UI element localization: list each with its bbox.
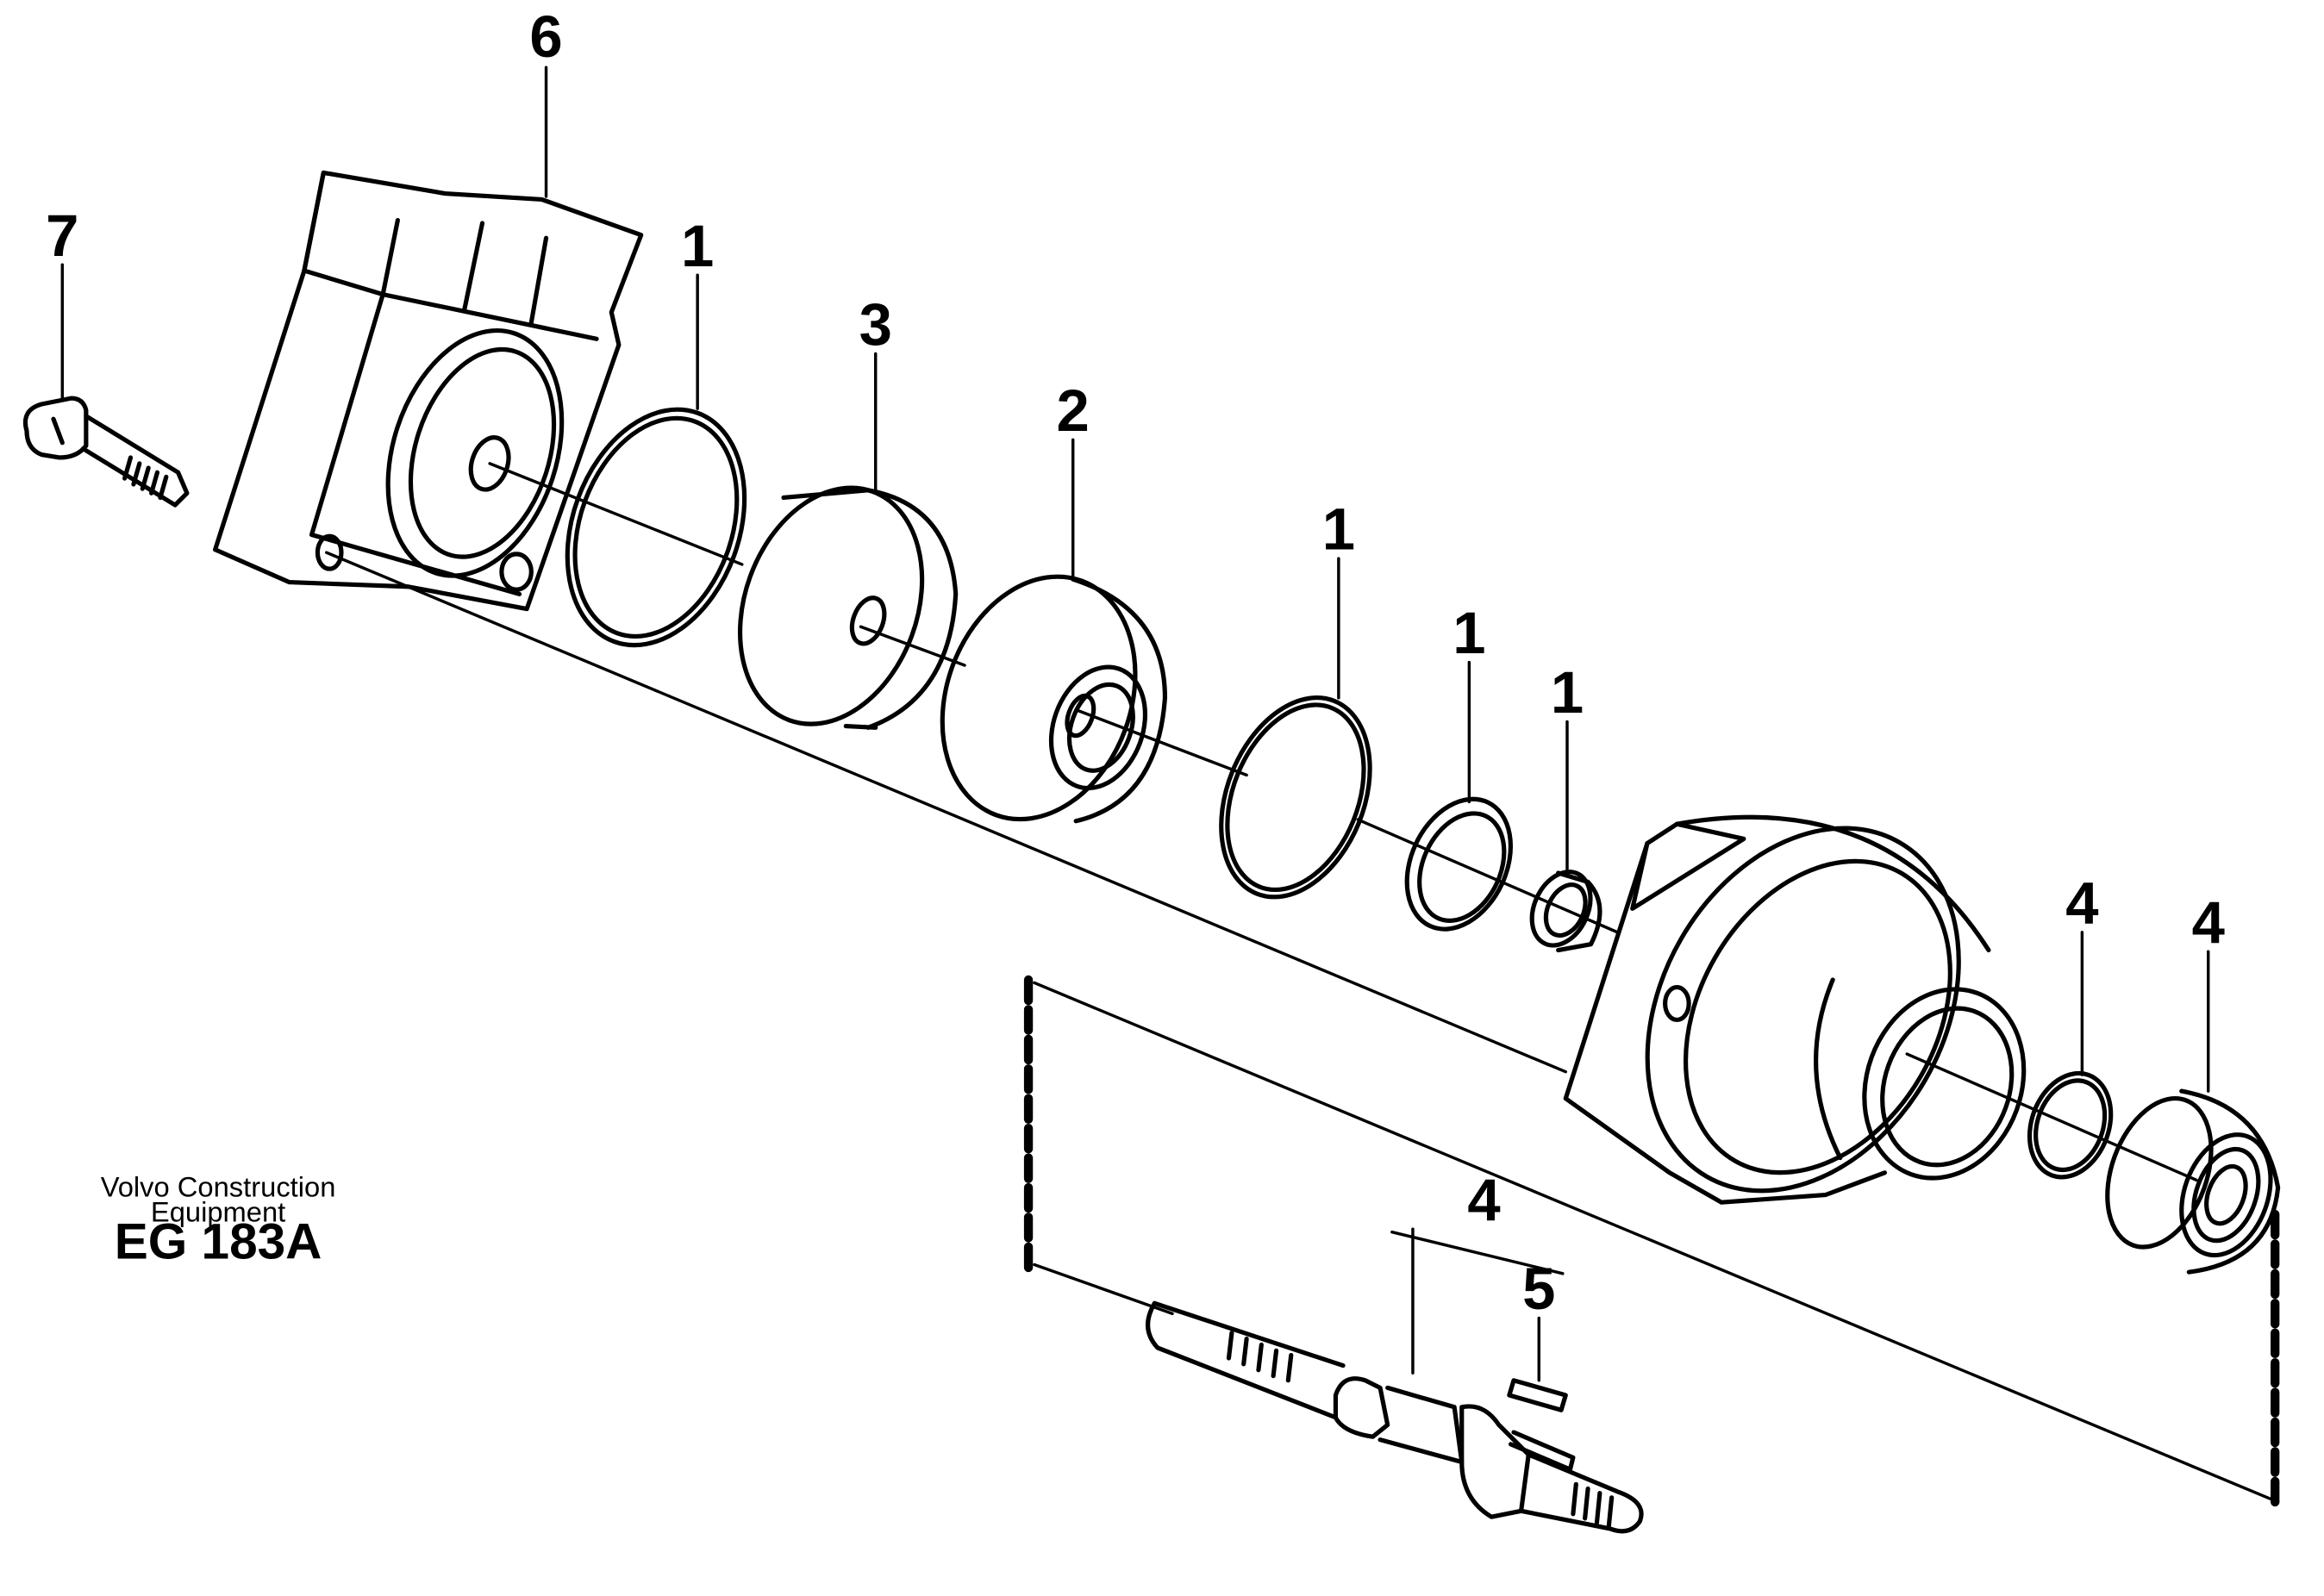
bolt	[22, 396, 190, 508]
ball-bearing	[2105, 1088, 2281, 1275]
callout-6: 6	[529, 3, 562, 70]
drawing-watermark: Volvo Construction Equipment EG 183A	[101, 1170, 336, 1269]
small-seal	[1529, 870, 1602, 953]
drive-shaft	[1146, 1300, 1644, 1534]
o-ring-medium	[1219, 695, 1372, 900]
callout-1-seal-ring: 1	[1452, 600, 1485, 666]
gear-spacer	[737, 485, 959, 730]
drawing-code: EG 183A	[115, 1214, 322, 1270]
assembly-axis-lines	[325, 462, 2280, 1504]
seal-ring	[1404, 796, 1514, 932]
brand-line-2: Equipment	[151, 1196, 285, 1228]
flange-housing	[1563, 814, 2027, 1205]
callout-7: 7	[46, 203, 78, 269]
dashed-bracket	[1023, 975, 2280, 1512]
callout-4-bearing: 4	[2192, 889, 2225, 956]
pump-housing	[213, 170, 644, 612]
callout-4-o-ring: 4	[2065, 870, 2098, 937]
callout-labels: 6 7 1 3 2 1 1 1 4 4 4 5	[46, 3, 2225, 1322]
callout-1-o-ring: 1	[681, 213, 714, 279]
callout-5: 5	[1522, 1256, 1555, 1322]
callout-4-shaft: 4	[1467, 1167, 1500, 1233]
callout-2: 2	[1057, 377, 1090, 444]
callout-1-small-seal: 1	[1551, 659, 1584, 726]
o-ring-large	[565, 407, 747, 648]
bearing-bushing	[940, 574, 1168, 824]
callout-3: 3	[859, 291, 892, 358]
o-ring-small	[2027, 1070, 2114, 1180]
leader-lines	[60, 65, 2210, 1382]
brand-line-1: Volvo Construction	[101, 1170, 336, 1202]
callout-1-o-ring-medium: 1	[1322, 496, 1355, 563]
key	[1507, 1378, 1568, 1412]
